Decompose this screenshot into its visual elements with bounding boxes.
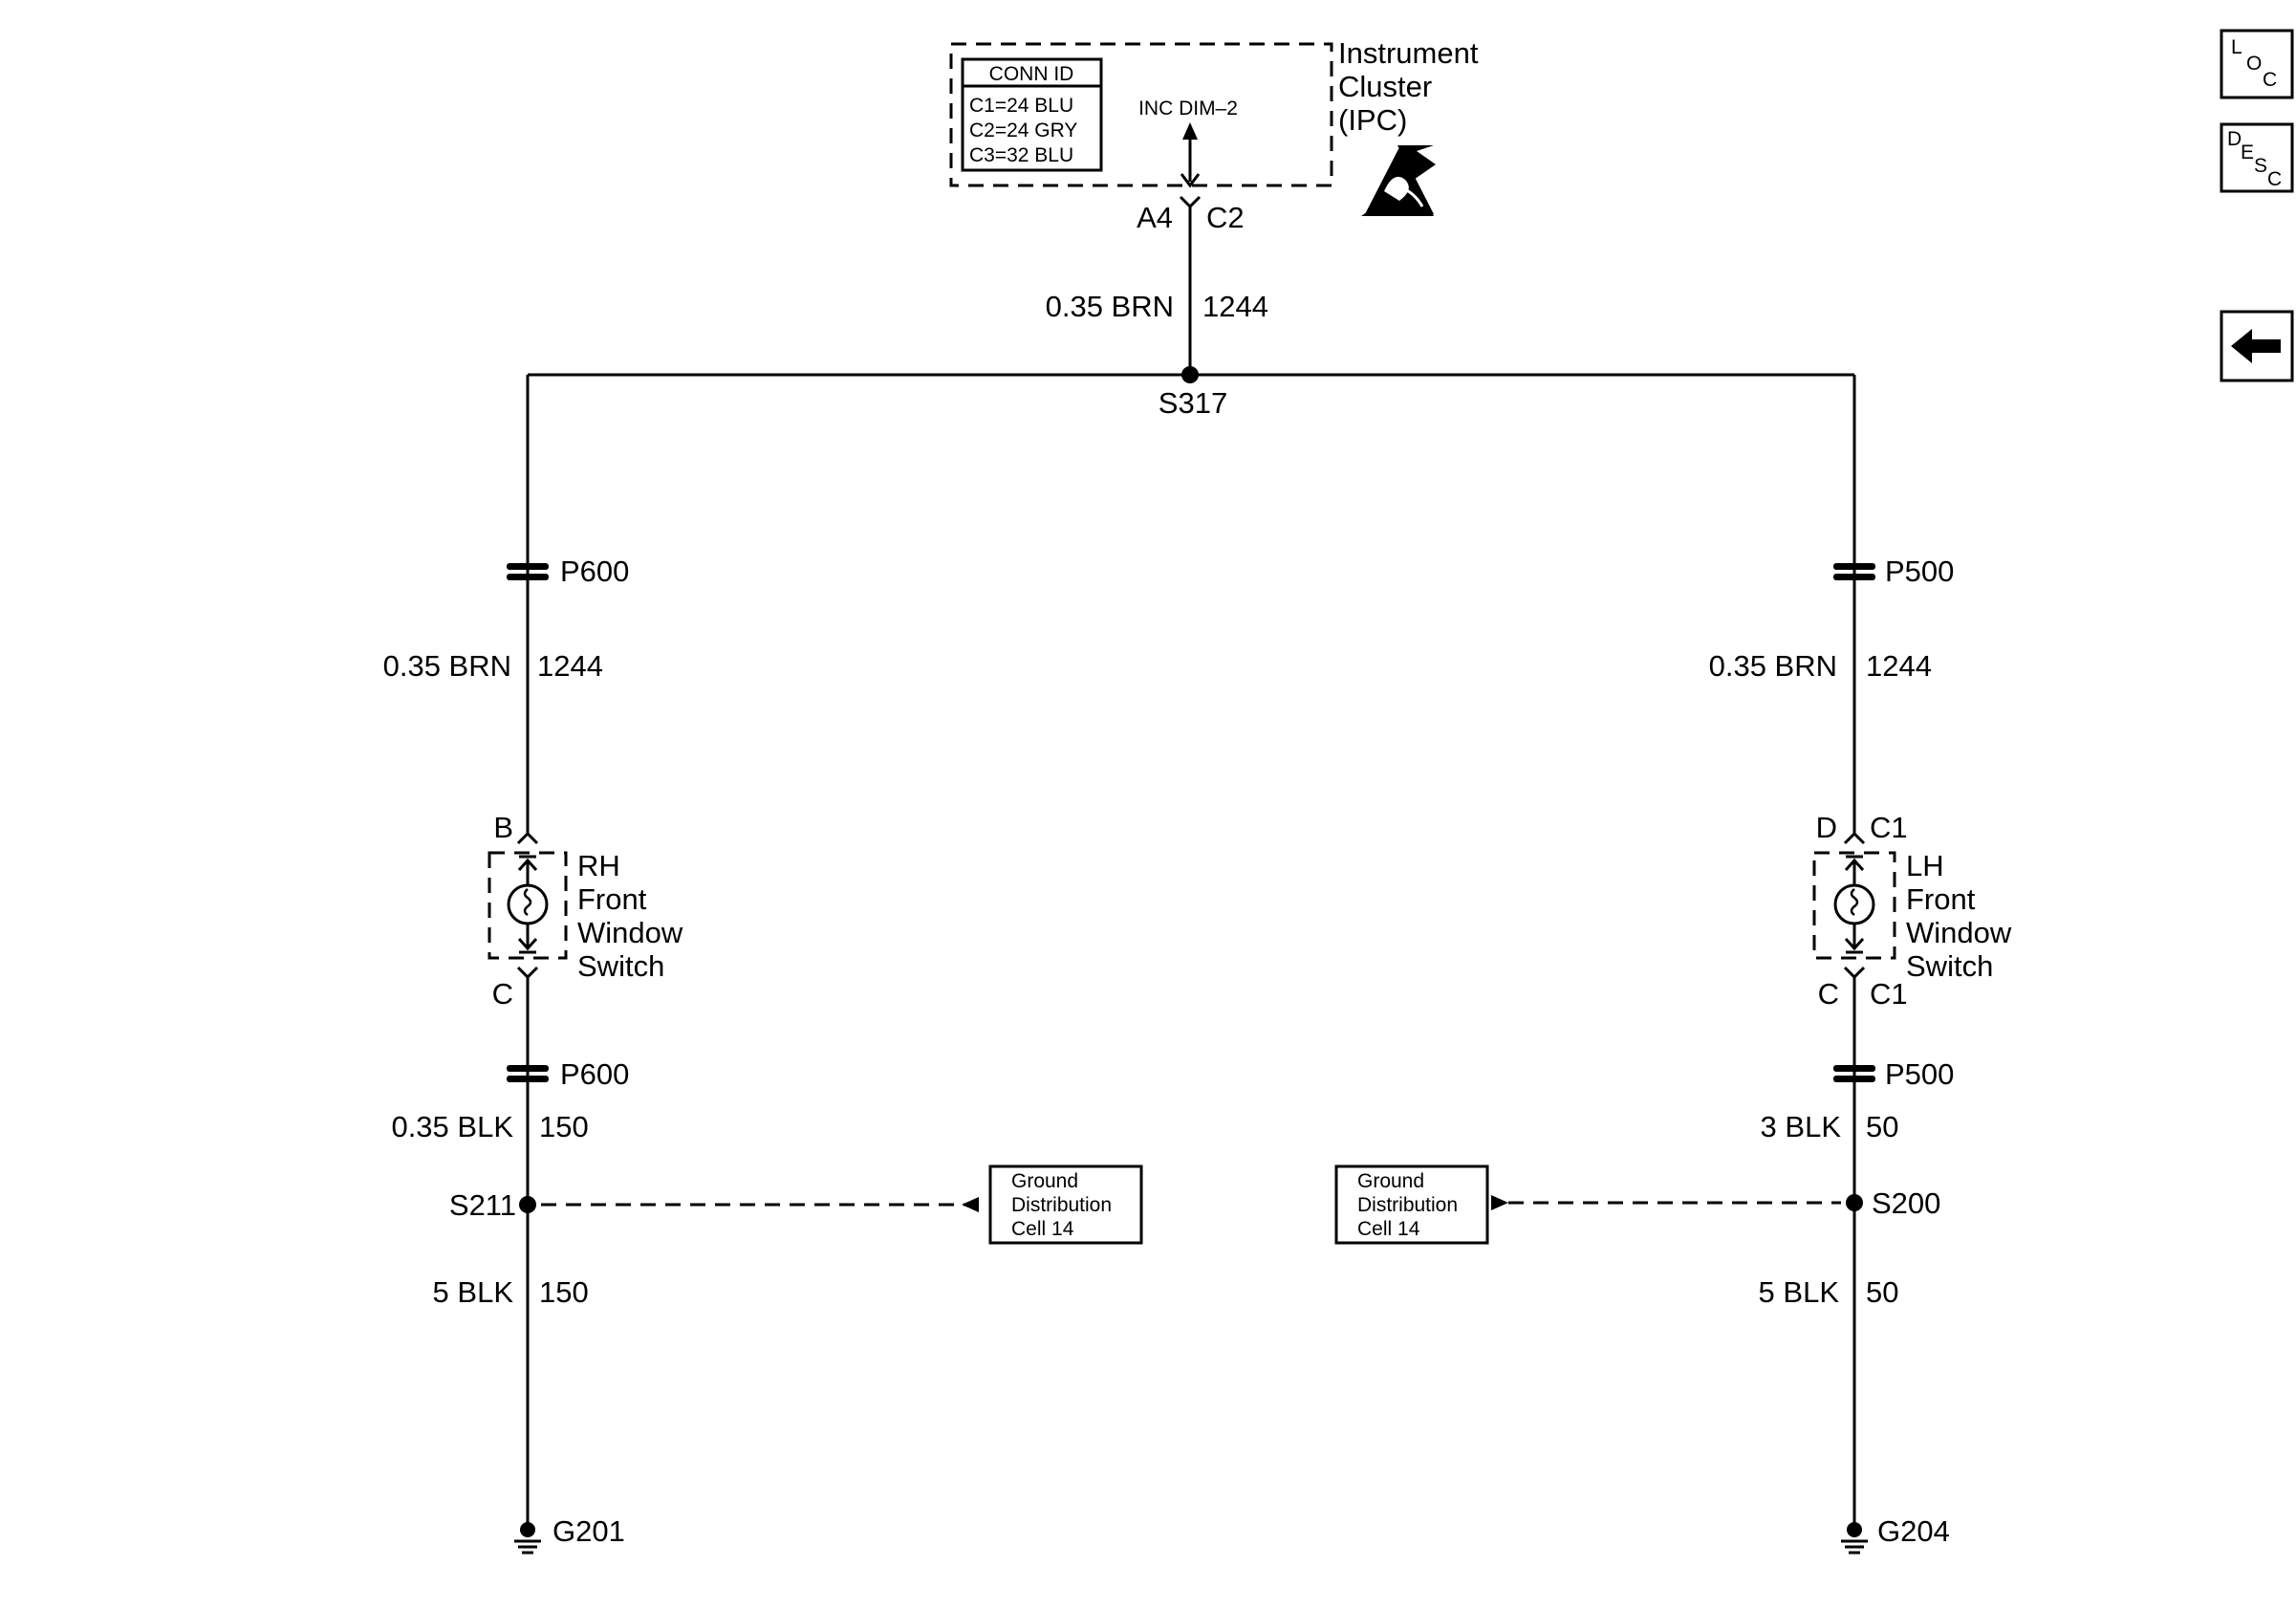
inline-connector-icon	[507, 1065, 549, 1082]
wire-circuit: 1244	[1202, 290, 1268, 323]
desc-button-letter: S	[2254, 155, 2267, 177]
arrow-left-icon	[962, 1197, 979, 1212]
inline-connector-label: P600	[560, 1057, 629, 1091]
pin-label: C	[492, 977, 513, 1011]
bidirectional-arrow-icon	[1180, 122, 1201, 188]
ipc-module: Instrument Cluster (IPC) CONN ID C1=24 B…	[949, 36, 1479, 216]
inline-connector-icon	[507, 563, 549, 580]
conn-id-header: CONN ID	[989, 63, 1074, 85]
component-name: Front	[577, 882, 647, 916]
ground-label: G204	[1877, 1514, 1950, 1548]
desc-button-letter: D	[2227, 128, 2242, 150]
component-name: Switch	[1906, 949, 1993, 983]
ref-box-text: Distribution	[1357, 1194, 1458, 1216]
splice-dot	[1181, 366, 1199, 383]
ref-box-text: Distribution	[1011, 1194, 1112, 1216]
ref-box-text: Cell 14	[1357, 1218, 1420, 1240]
arrow-right-icon	[1491, 1195, 1508, 1210]
component-name: Window	[577, 916, 683, 949]
component-name: Front	[1906, 882, 1976, 916]
ipc-dashed-border	[949, 42, 1333, 187]
wire-circuit: 1244	[537, 649, 603, 683]
loc-button-letter: L	[2231, 36, 2242, 58]
pin-label: B	[493, 811, 513, 844]
desc-button-letter: C	[2267, 168, 2282, 190]
component-name: LH	[1906, 849, 1944, 882]
component-name: RH	[577, 849, 620, 882]
esd-warning-icon	[1361, 145, 1436, 216]
lh-window-switch	[1812, 851, 1896, 960]
ipc-signal-label: INC DIM–2	[1138, 98, 1238, 120]
ipc-title-line2: Cluster	[1338, 70, 1432, 103]
component-name: Window	[1906, 916, 2012, 949]
ref-box-text: Cell 14	[1011, 1218, 1074, 1240]
wire-circuit: 150	[539, 1275, 589, 1309]
wire-gauge-color: 0.35 BRN	[1709, 649, 1837, 683]
connector-label: C1	[1870, 977, 1908, 1011]
wire-gauge-color: 5 BLK	[1759, 1275, 1840, 1309]
wire-gauge-color: 3 BLK	[1761, 1110, 1842, 1143]
wire-circuit: 50	[1866, 1275, 1898, 1309]
ipc-connector-pin: A4 C2	[1137, 195, 1245, 234]
wire-gauge-color: 5 BLK	[433, 1275, 514, 1309]
conn-id-row: C1=24 BLU	[969, 95, 1073, 117]
ground-label: G201	[552, 1514, 625, 1548]
pin-label: D	[1816, 811, 1837, 844]
ground-icon	[1841, 1522, 1868, 1555]
splice-dot	[1846, 1194, 1863, 1211]
lh-branch: P500 0.35 BRN 1244 D C1 LH Front Window …	[1491, 375, 2012, 1555]
wire-circuit: 50	[1866, 1110, 1898, 1143]
ref-box-text: Ground	[1011, 1170, 1078, 1192]
splice-label-top: S317	[1159, 386, 1227, 420]
inline-connector-icon	[1833, 1065, 1875, 1082]
wire-circuit: 150	[539, 1110, 589, 1143]
loc-button-letter: O	[2246, 53, 2262, 75]
back-arrow-icon	[2231, 329, 2281, 363]
wire-gauge-color: 0.35 BRN	[1046, 290, 1174, 323]
ground-distribution-ref-right[interactable]: Ground Distribution Cell 14	[1334, 1164, 1489, 1245]
ref-box-text: Ground	[1357, 1170, 1424, 1192]
wire-circuit: 1244	[1866, 649, 1932, 683]
ipc-title-line1: Instrument	[1338, 36, 1479, 70]
switch-illumination-icon	[507, 883, 549, 925]
splice-label: S211	[449, 1188, 516, 1222]
desc-button-letter: E	[2241, 141, 2254, 163]
inline-connector-label: P500	[1885, 555, 1954, 588]
wire-gauge-color: 0.35 BRN	[383, 649, 511, 683]
connector-label: C1	[1870, 811, 1908, 844]
connector-label: C2	[1206, 201, 1245, 234]
splice-label: S200	[1872, 1186, 1940, 1220]
switch-illumination-icon	[1833, 883, 1875, 925]
ipc-title-line3: (IPC)	[1338, 103, 1407, 137]
desc-button[interactable]: D E S C	[2220, 122, 2294, 193]
conn-id-row: C2=24 GRY	[969, 120, 1077, 141]
component-name: Switch	[577, 949, 664, 983]
pin-label: A4	[1137, 201, 1173, 234]
conn-id-table: CONN ID C1=24 BLU C2=24 GRY C3=32 BLU	[961, 57, 1103, 172]
inline-connector-label: P600	[560, 555, 629, 588]
wire-gauge-color: 0.35 BLK	[391, 1110, 513, 1143]
conn-id-row: C3=32 BLU	[969, 144, 1073, 166]
loc-button-letter: C	[2263, 69, 2277, 91]
rh-window-switch	[487, 851, 568, 960]
loc-button[interactable]: L O C	[2220, 29, 2294, 99]
inline-connector-label: P500	[1885, 1057, 1954, 1091]
pin-label: C	[1818, 977, 1839, 1011]
back-button[interactable]	[2220, 310, 2294, 382]
ground-icon	[514, 1522, 541, 1555]
rh-branch: P600 0.35 BRN 1244 B RH Front Window Swi…	[383, 375, 979, 1555]
ground-distribution-ref-left[interactable]: Ground Distribution Cell 14	[988, 1164, 1143, 1245]
splice-dot	[519, 1196, 536, 1213]
inline-connector-icon	[1833, 563, 1875, 580]
